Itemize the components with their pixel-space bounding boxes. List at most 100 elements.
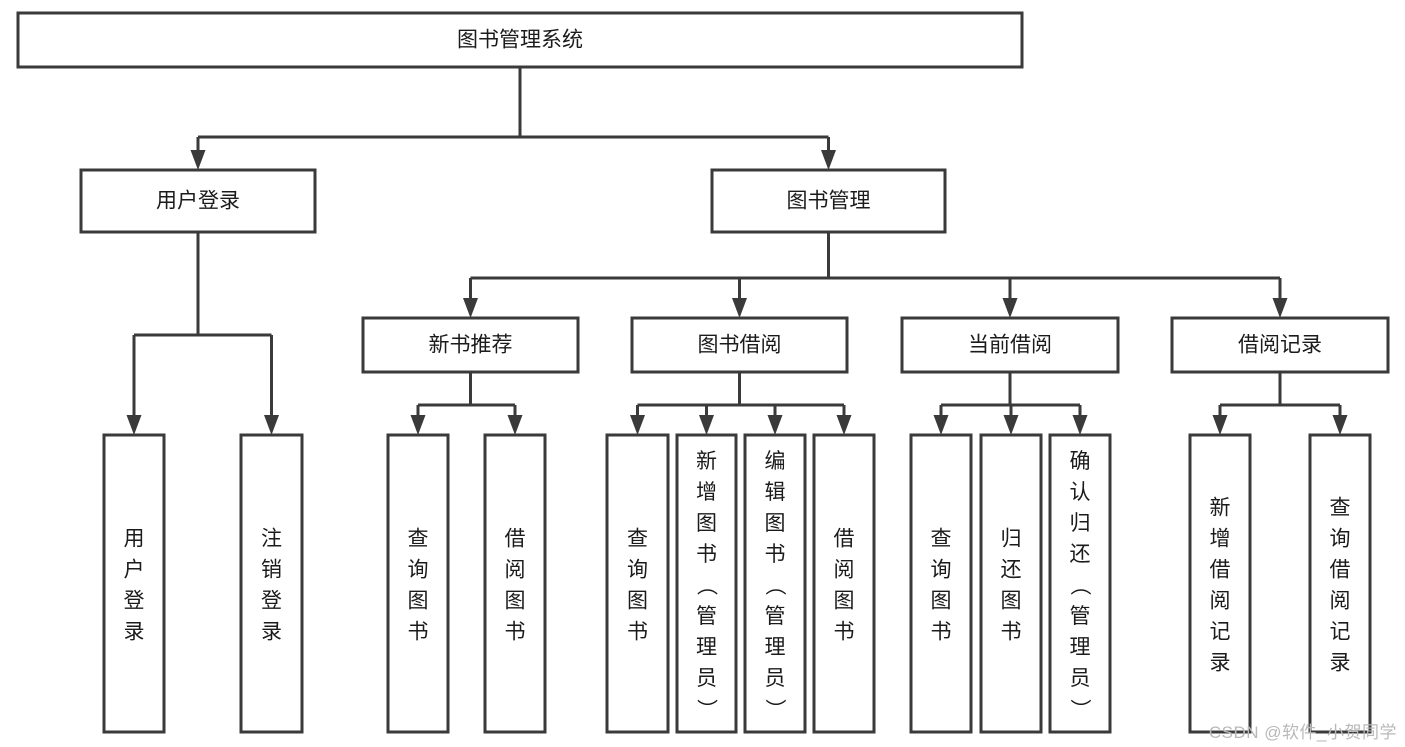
node-label: 借阅记录	[1238, 334, 1322, 357]
node-label-char: 管	[1070, 605, 1091, 628]
node-label-char: 查	[408, 528, 429, 551]
node-label: 图书借阅	[698, 334, 782, 357]
node-box[interactable]	[630, 316, 849, 374]
node-label-char: 销	[261, 559, 282, 582]
node-label-char: 辑	[765, 481, 786, 504]
node-box[interactable]	[239, 433, 304, 734]
arrow-head-icon	[1003, 415, 1019, 435]
node-book-manage[interactable]: 图书管理	[710, 168, 947, 234]
node-leaf-user-login[interactable]: 用户登录	[102, 433, 166, 734]
node-label-char: 记	[1210, 621, 1231, 644]
node-label-char: 图	[834, 590, 855, 613]
node-label-char: 归	[1001, 528, 1022, 551]
node-box[interactable]	[1188, 433, 1252, 734]
node-label-char: 询	[408, 559, 429, 582]
node-box[interactable]	[710, 168, 947, 234]
node-label-char: 图	[408, 590, 429, 613]
node-box[interactable]	[361, 316, 580, 374]
node-label-char: 书	[1001, 621, 1022, 644]
arrow-head-icon	[507, 415, 523, 435]
node-box[interactable]	[900, 316, 1120, 374]
node-label-char: 询	[1330, 528, 1351, 551]
node-label-char: 还	[1070, 543, 1091, 566]
node-label: 新书推荐	[429, 334, 513, 357]
connector-group-new-book-rec	[410, 372, 523, 435]
node-borrow-record[interactable]: 借阅记录	[1170, 316, 1390, 374]
node-new-book-rec[interactable]: 新书推荐	[361, 316, 580, 374]
node-box[interactable]	[909, 433, 973, 734]
node-label-char: 新	[696, 450, 717, 473]
node-box[interactable]	[675, 433, 738, 734]
node-box[interactable]	[1170, 316, 1390, 374]
connector-layer	[126, 67, 1348, 435]
node-root[interactable]: 图书管理系统	[16, 11, 1024, 69]
node-box[interactable]	[16, 11, 1024, 69]
arrow-head-icon	[1212, 415, 1228, 435]
node-label-char: 图	[627, 590, 648, 613]
node-box[interactable]	[79, 168, 317, 234]
arrow-head-icon	[1272, 298, 1288, 318]
node-label: 图书管理系统	[457, 29, 583, 52]
arrow-head-icon	[821, 150, 836, 170]
arrow-head-icon	[264, 415, 279, 435]
node-label-char: ）	[695, 699, 718, 720]
node-label-char: 图	[931, 590, 952, 613]
node-user-login[interactable]: 用户登录	[79, 168, 317, 234]
node-label-char: 理	[696, 636, 717, 659]
node-label-char: 编	[765, 450, 786, 473]
node-box[interactable]	[1048, 433, 1112, 734]
node-box[interactable]	[812, 433, 876, 734]
node-label-char: 阅	[834, 559, 855, 582]
arrow-head-icon	[836, 415, 852, 435]
node-box[interactable]	[102, 433, 166, 734]
node-label-char: 询	[931, 559, 952, 582]
node-box[interactable]	[743, 433, 807, 734]
node-label-char: 登	[124, 590, 145, 613]
node-box[interactable]	[386, 433, 450, 734]
node-label-char: 书	[408, 621, 429, 644]
connector-group-borrow-record	[1212, 372, 1348, 435]
node-label-char: 书	[696, 543, 717, 566]
arrow-head-icon	[463, 298, 478, 318]
node-label-char: 图	[1001, 590, 1022, 613]
node-box[interactable]	[979, 433, 1043, 734]
node-box[interactable]	[605, 433, 670, 734]
arrow-head-icon	[190, 150, 206, 170]
node-label-char: 确	[1070, 450, 1091, 473]
node-label-char: 增	[1210, 528, 1231, 551]
arrow-head-icon	[1072, 415, 1088, 435]
node-label-char: 员	[696, 667, 717, 690]
node-label-char: 书	[505, 621, 526, 644]
node-layer: 图书管理系统用户登录图书管理新书推荐图书借阅当前借阅借阅记录用户登录注销登录查询…	[16, 11, 1390, 734]
node-label-char: 认	[1070, 481, 1091, 504]
node-label-char: 增	[696, 481, 717, 504]
connector-group-book-manage	[463, 232, 1288, 318]
node-current-borrow[interactable]: 当前借阅	[900, 316, 1120, 374]
node-label-char: 录	[1210, 652, 1231, 675]
node-label-char: 询	[627, 559, 648, 582]
arrow-head-icon	[410, 415, 426, 435]
node-box[interactable]	[483, 433, 547, 734]
node-label-char: 理	[765, 636, 786, 659]
node-label: 用户登录	[156, 190, 240, 213]
node-label-char: 登	[261, 590, 282, 613]
node-box[interactable]	[1308, 433, 1372, 734]
node-book-borrow[interactable]: 图书借阅	[630, 316, 849, 374]
node-label-char: 还	[1001, 559, 1022, 582]
arrow-head-icon	[732, 298, 747, 318]
node-label-char: 借	[834, 528, 855, 551]
node-label-char: ）	[1068, 699, 1091, 720]
